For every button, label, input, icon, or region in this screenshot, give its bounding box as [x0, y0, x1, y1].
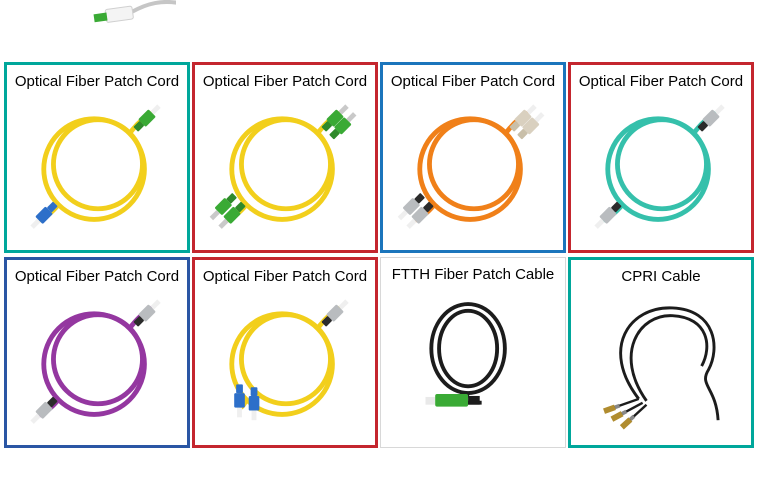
product-card: Optical Fiber Patch Cord [192, 62, 378, 253]
patch-cord-illustration [30, 299, 161, 424]
product-card: Optical Fiber Patch Cord [192, 257, 378, 448]
patch-cord-illustration [209, 104, 357, 229]
product-title: Optical Fiber Patch Cord [14, 268, 180, 285]
product-card: Optical Fiber Patch Cord [4, 257, 190, 448]
product-title: Optical Fiber Patch Cord [14, 73, 180, 90]
product-card: Optical Fiber Patch Cord [568, 62, 754, 253]
partial-cable [130, 0, 176, 14]
ftth-cable-illustration [425, 302, 507, 407]
product-title: CPRI Cable [621, 268, 701, 285]
patch-cord-illustration [594, 104, 725, 229]
product-title: Optical Fiber Patch Cord [390, 73, 556, 90]
partial-connector-body [104, 5, 134, 23]
patch-cord-illustration [30, 104, 161, 229]
product-card: Optical Fiber Patch Cord [380, 62, 566, 253]
cpri-cable-illustration [603, 306, 720, 430]
patch-cord-illustration [397, 104, 545, 229]
product-title: Optical Fiber Patch Cord [202, 268, 368, 285]
product-card: Optical Fiber Patch Cord [4, 62, 190, 253]
product-card: FTTH Fiber Patch Cable [380, 257, 566, 448]
cropped-connector-image [93, 0, 176, 23]
product-card: CPRI Cable [568, 257, 754, 448]
product-title: Optical Fiber Patch Cord [202, 73, 368, 90]
product-title: Optical Fiber Patch Cord [578, 73, 744, 90]
product-title: FTTH Fiber Patch Cable [391, 266, 555, 283]
partial-connector-tip [93, 12, 108, 23]
patch-cord-illustration [229, 299, 349, 421]
